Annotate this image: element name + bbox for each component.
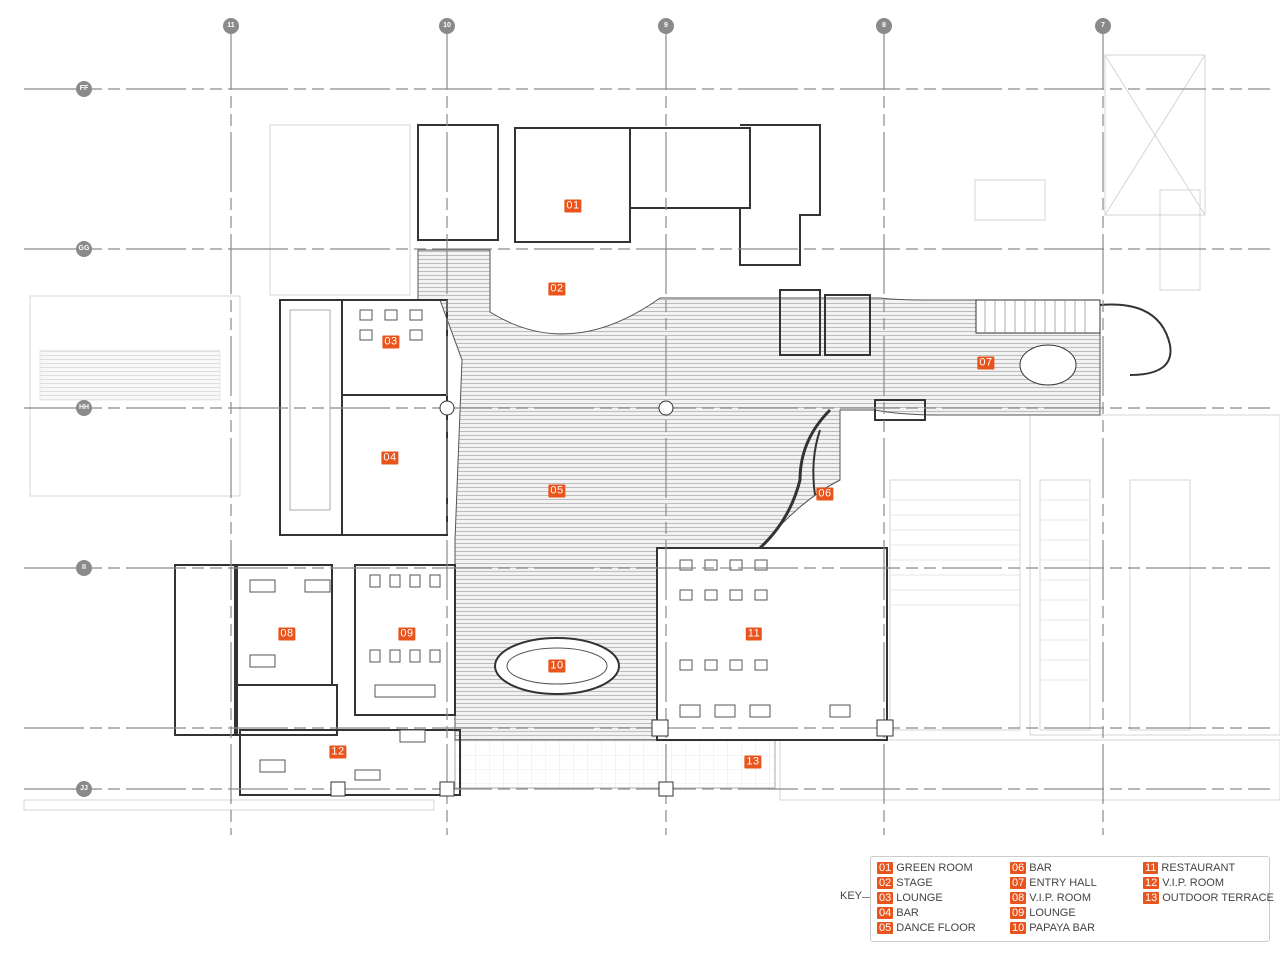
legend-item-number: 11 (1143, 862, 1159, 874)
legend-item-number: 08 (1010, 892, 1027, 904)
legend-item-name: ENTRY HALL (1029, 877, 1097, 889)
room-tag-papaya-bar: 10 (548, 659, 566, 673)
grid-bubble-row: GG (76, 241, 92, 257)
grid-bubble-column: 9 (658, 18, 674, 34)
room-tag-lounge-2: 09 (398, 627, 416, 641)
legend-item-number: 10 (1010, 922, 1027, 934)
legend-item-name: LOUNGE (1029, 907, 1076, 919)
legend-item-name: PAPAYA BAR (1029, 922, 1096, 934)
room-tag-restaurant: 11 (745, 627, 763, 641)
furniture (249, 309, 851, 781)
legend-item-number: 12 (1143, 877, 1160, 889)
legend-item-number: 13 (1143, 892, 1160, 904)
spiral-stair (1099, 303, 1172, 376)
room-tag-lounge: 03 (382, 335, 400, 349)
legend-item-name: STAGE (896, 877, 933, 889)
context-building-left (23, 54, 1280, 811)
legend-item-number: 07 (1010, 877, 1027, 889)
entry-stair (975, 299, 1101, 334)
context-building-right-stairs (890, 499, 1090, 681)
legend-leader-line (862, 897, 871, 898)
legend-item-name: LOUNGE (896, 892, 943, 904)
legend-item-number: 09 (1010, 907, 1027, 919)
legend-item-name: DANCE FLOOR (896, 922, 976, 934)
legend-item-name: BAR (896, 907, 919, 919)
grid-bubble-row: II (76, 560, 92, 576)
legend-item-number: 02 (877, 877, 894, 889)
legend-item-name: BAR (1029, 862, 1052, 874)
grid-bubble-row: FF (76, 81, 92, 97)
grid-lines (24, 30, 1270, 835)
legend-item-number: 03 (877, 892, 894, 904)
legend-item-number: 04 (877, 907, 894, 919)
grid-bubble-column: 10 (439, 18, 455, 34)
grid-bubble-column: 8 (876, 18, 892, 34)
legend-item-number: 06 (1010, 862, 1027, 874)
legend-item-name: OUTDOOR TERRACE (1162, 892, 1274, 904)
outdoor-terrace-area (454, 739, 776, 789)
legend-item-number: 01 (877, 862, 894, 874)
grid-bubble-row: HH (76, 400, 92, 416)
room-tag-dance-floor: 05 (548, 484, 566, 498)
room-tag-green-room: 01 (564, 199, 582, 213)
grid-bubble-column: 11 (223, 18, 239, 34)
column-markers (330, 400, 894, 797)
legend-item-number: 05 (877, 922, 894, 934)
room-tag-entry-hall: 07 (977, 356, 995, 370)
legend-key-label: KEY (840, 890, 863, 902)
room-tag-stage: 02 (548, 282, 566, 296)
legend-item-name: V.I.P. ROOM (1029, 892, 1091, 904)
room-tag-bar: 04 (381, 451, 399, 465)
room-tag-outdoor-terrace: 13 (744, 755, 762, 769)
entry-hall-planter (1019, 344, 1077, 386)
grid-bubble-column: 7 (1095, 18, 1111, 34)
room-tag-vip-room-2: 12 (329, 745, 347, 759)
grid-bubble-row: JJ (76, 781, 92, 797)
room-tag-vip-room: 08 (278, 627, 296, 641)
walls (174, 124, 926, 796)
legend-item-name: RESTAURANT (1161, 862, 1236, 874)
legend-item-name: V.I.P. ROOM (1162, 877, 1224, 889)
room-tag-bar-2: 06 (816, 487, 834, 501)
legend-item-name: GREEN ROOM (896, 862, 973, 874)
